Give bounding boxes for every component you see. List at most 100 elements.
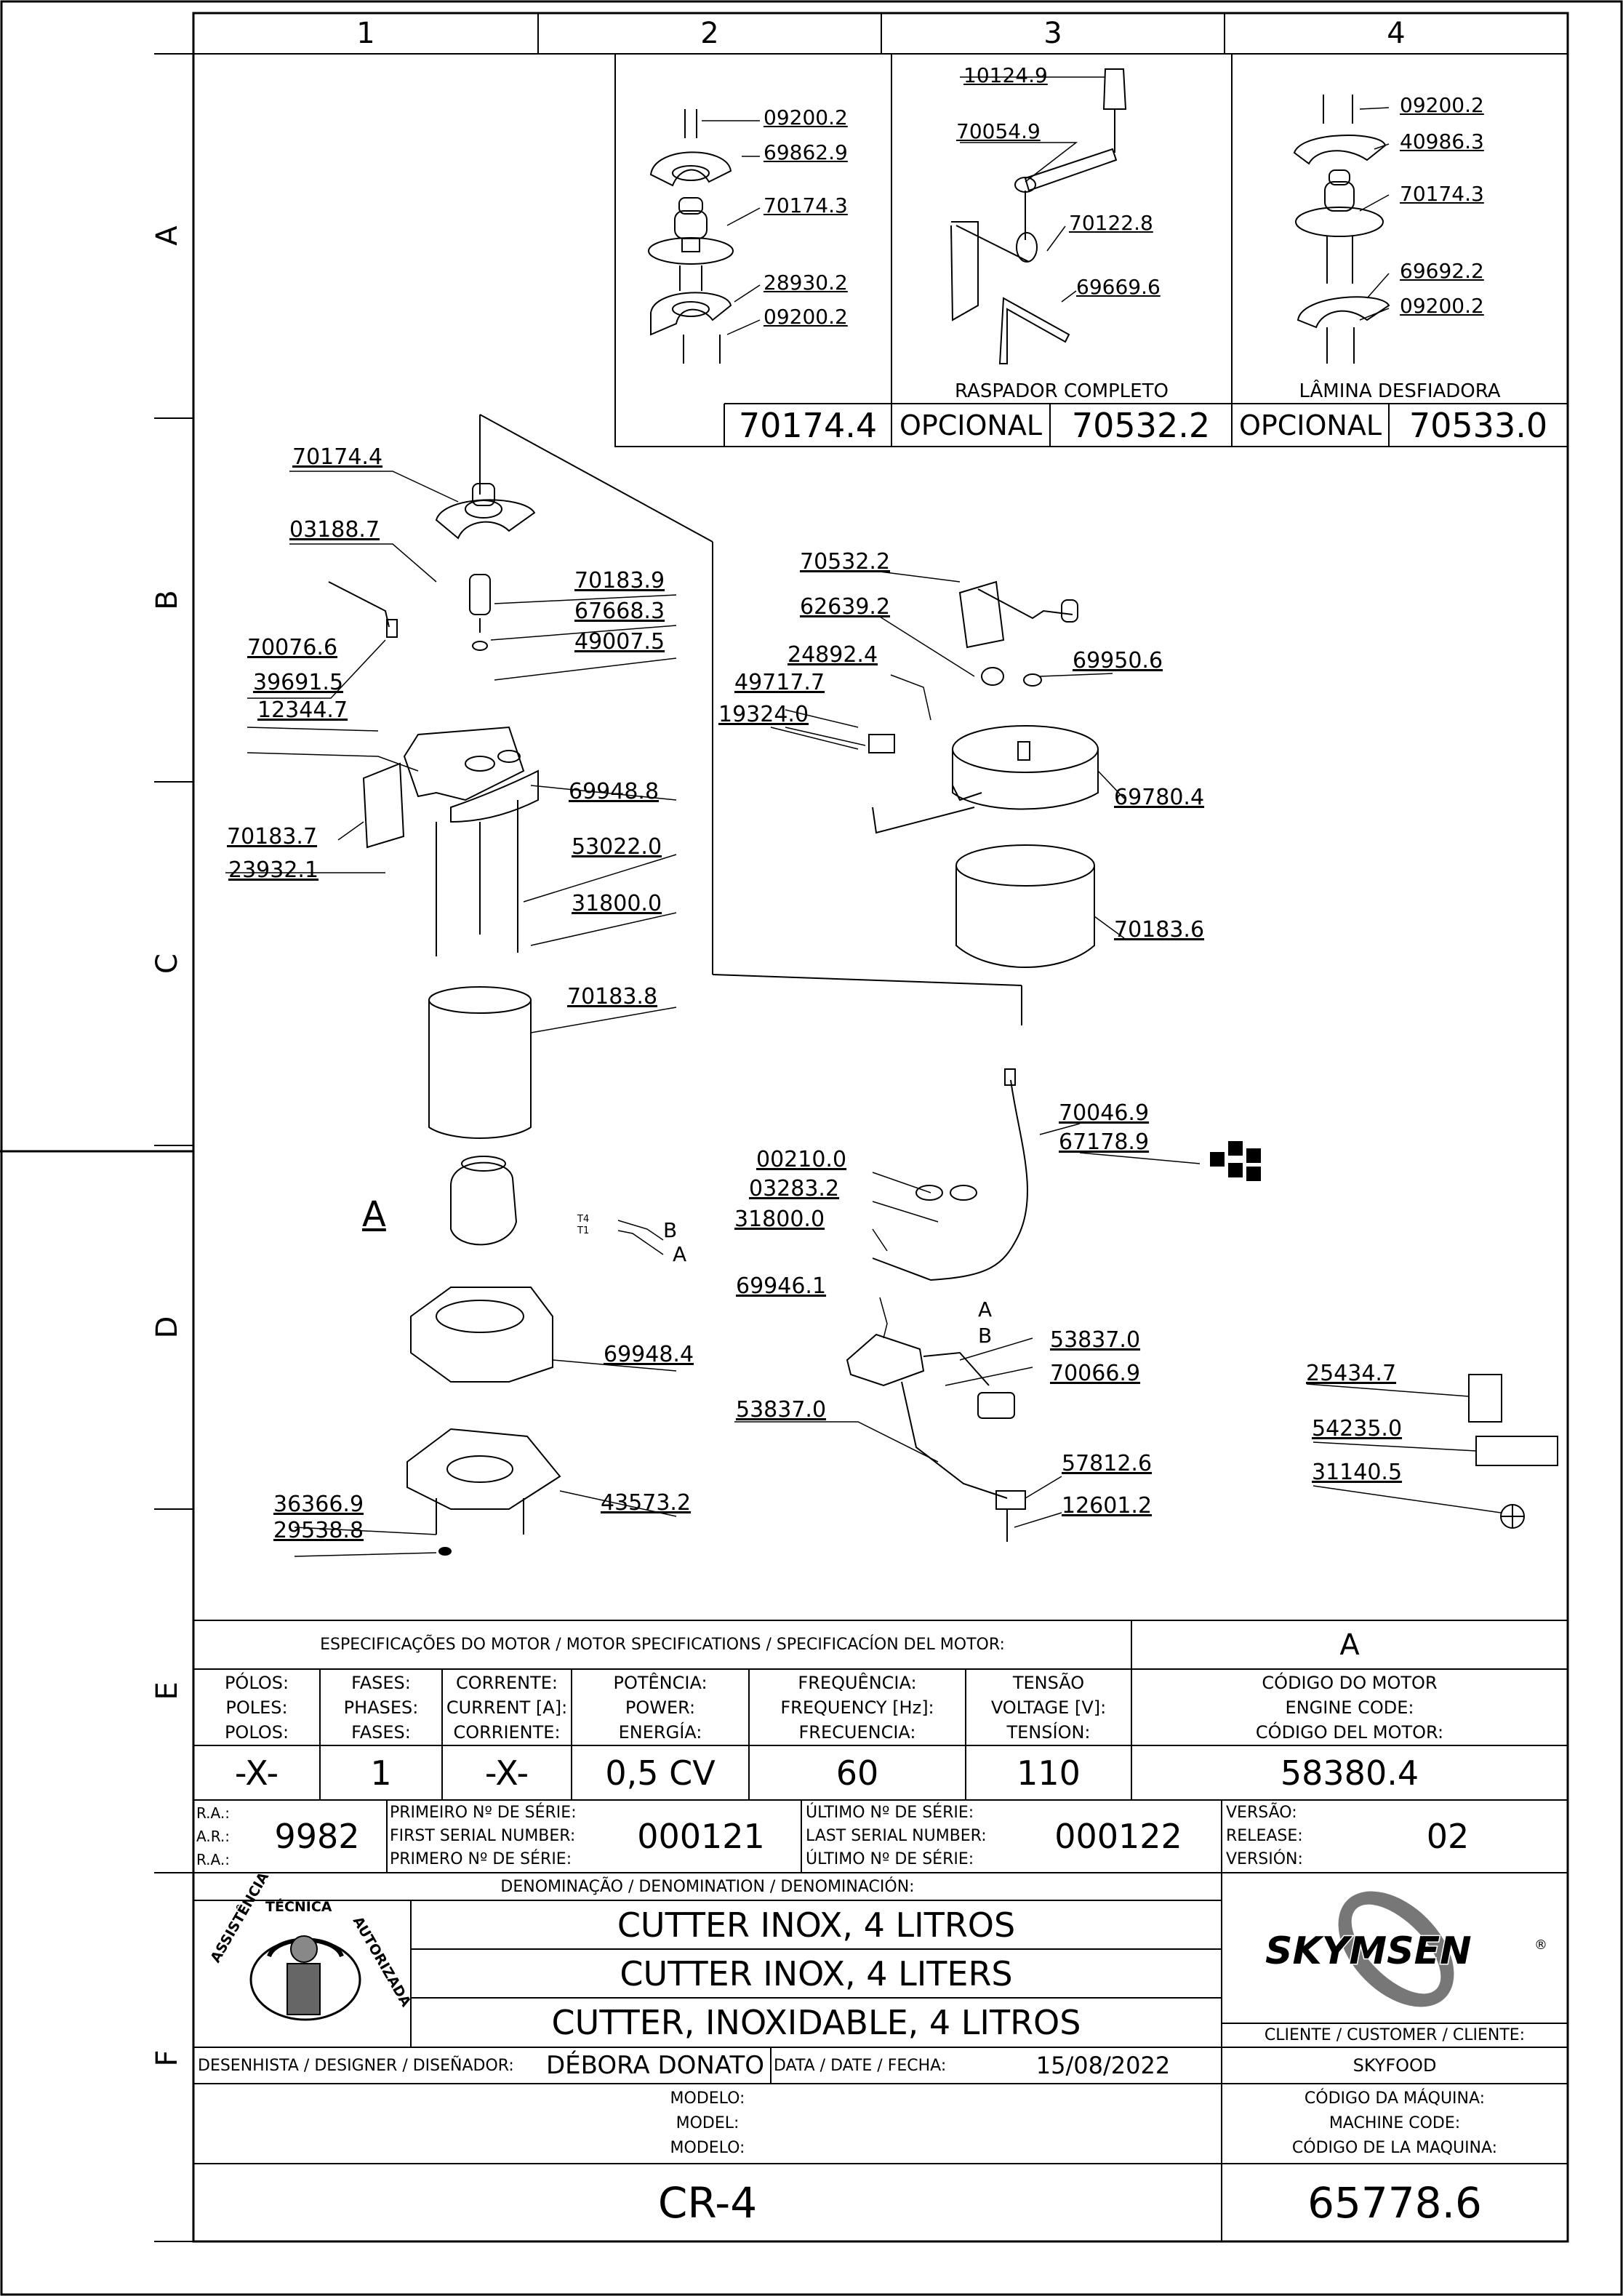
- part-label: 69948.8: [569, 779, 660, 804]
- part-label: 70174.3: [1400, 182, 1484, 206]
- wire-t4-label: T4: [577, 1214, 590, 1225]
- spec-value-current: -X-: [484, 1753, 529, 1793]
- part-label: 36366.9: [273, 1492, 364, 1517]
- part-label: 70174.3: [764, 193, 848, 217]
- spec-label-phases: FASES:PHASES:FASES:: [343, 1672, 419, 1743]
- part-label: 69669.6: [1076, 275, 1161, 299]
- row-e: E: [151, 1681, 184, 1700]
- part-label: 54235.0: [1312, 1416, 1403, 1441]
- spec-label-current: CORRENTE:CURRENT [A]:CORRIENTE:: [446, 1672, 568, 1743]
- spec-value-frequency: 60: [835, 1753, 879, 1793]
- part-label: 31800.0: [734, 1207, 825, 1232]
- model-value: CR-4: [657, 2177, 758, 2228]
- part-label: 19324.0: [718, 702, 809, 727]
- inset-3-code: 70533.0: [1408, 405, 1548, 445]
- part-label: 69948.4: [604, 1342, 694, 1367]
- board-b-label: B: [978, 1324, 993, 1348]
- date-value: 15/08/2022: [1035, 2052, 1171, 2079]
- row-b: B: [151, 590, 184, 610]
- spec-value-phases: 1: [370, 1753, 392, 1793]
- spec-value-voltage: 110: [1017, 1753, 1081, 1793]
- part-label: 28930.2: [764, 271, 848, 295]
- last-serial-value: 000122: [1054, 1817, 1182, 1856]
- inset-3-optional: OPCIONAL: [1238, 409, 1382, 441]
- wire-a-label: A: [673, 1242, 687, 1266]
- client-value: SKYFOOD: [1352, 2055, 1437, 2076]
- part-label: 03188.7: [289, 517, 380, 543]
- part-label: 53837.0: [736, 1397, 827, 1423]
- part-label: 09200.2: [764, 305, 848, 329]
- svg-text:SKYMSEN: SKYMSEN: [1265, 1929, 1472, 1973]
- designer-label: DESENHISTA / DESIGNER / DISEÑADOR:: [198, 2056, 514, 2075]
- part-label: 70046.9: [1059, 1100, 1150, 1126]
- board-a-label: A: [978, 1297, 993, 1321]
- spec-value-power: 0,5 CV: [605, 1753, 716, 1793]
- spec-label-poles: PÓLOS:POLES:POLOS:: [224, 1672, 289, 1743]
- version-label: VERSÃO:RELEASE:VERSIÓN:: [1226, 1804, 1303, 1868]
- specs-motor-ref: A: [1339, 1628, 1360, 1662]
- part-label: 12344.7: [257, 697, 348, 723]
- part-label: 53837.0: [1050, 1327, 1141, 1353]
- part-label: 62639.2: [800, 594, 891, 620]
- row-f: F: [151, 2049, 184, 2067]
- wire-t1-label: T1: [577, 1225, 590, 1236]
- ra-label: R.A.:A.R.:R.A.:: [196, 1804, 230, 1868]
- inset-3-title: LÂMINA DESFIADORA: [1299, 380, 1501, 402]
- part-label: 40986.3: [1400, 129, 1484, 153]
- part-label: 70122.8: [1069, 211, 1153, 235]
- part-label: 29538.8: [273, 1518, 364, 1543]
- part-label: 70183.8: [567, 984, 658, 1009]
- wire-b-label: B: [663, 1218, 678, 1242]
- part-label: 70183.6: [1114, 917, 1205, 943]
- part-label: 70066.9: [1050, 1361, 1141, 1386]
- denomination-es: CUTTER, INOXIDABLE, 4 LITROS: [551, 2003, 1081, 2042]
- version-value: 02: [1426, 1817, 1470, 1856]
- part-label: 49717.7: [734, 670, 825, 695]
- part-label: 69946.1: [736, 1273, 827, 1299]
- ra-value: 9982: [274, 1817, 360, 1856]
- part-label: 67668.3: [574, 599, 665, 624]
- column-2: 2: [700, 17, 719, 50]
- inset-2-optional: OPCIONAL: [899, 409, 1043, 441]
- part-label: 67178.9: [1059, 1129, 1150, 1155]
- first-serial-label: PRIMEIRO Nº DE SÉRIE:FIRST SERIAL NUMBER…: [390, 1804, 577, 1868]
- part-label: 57812.6: [1062, 1451, 1153, 1476]
- part-label: 10124.9: [963, 63, 1048, 87]
- designer-value: DÉBORA DONATO: [546, 2051, 764, 2080]
- part-label: 24892.4: [788, 642, 878, 668]
- part-label: 53022.0: [572, 834, 662, 860]
- specs-header: ESPECIFICAÇÕES DO MOTOR / MOTOR SPECIFIC…: [320, 1636, 1005, 1654]
- row-a: A: [151, 225, 184, 246]
- part-label: 31800.0: [572, 891, 662, 916]
- part-label: 09200.2: [1400, 294, 1484, 318]
- machine-code-value: 65778.6: [1307, 2177, 1482, 2228]
- part-label: 70532.2: [800, 549, 891, 575]
- part-label: 69780.4: [1114, 785, 1205, 810]
- column-3: 3: [1043, 17, 1062, 50]
- row-c: C: [151, 953, 184, 974]
- column-4: 4: [1387, 17, 1406, 50]
- inset-1-code: 70174.4: [738, 405, 878, 445]
- part-label: 25434.7: [1306, 1361, 1397, 1386]
- client-label: CLIENTE / CUSTOMER / CLIENTE:: [1264, 2026, 1526, 2044]
- spec-value-poles: -X-: [234, 1753, 279, 1793]
- part-label: 70054.9: [956, 119, 1041, 143]
- part-label: 43573.2: [601, 1490, 692, 1516]
- spec-label-power: POTÊNCIA:POWER:ENERGÍA:: [613, 1672, 708, 1743]
- part-label: 70076.6: [247, 635, 338, 660]
- last-serial-label: ÚLTIMO Nº DE SÉRIE:LAST SERIAL NUMBER:ÚL…: [806, 1804, 987, 1868]
- part-label: 23932.1: [228, 857, 319, 883]
- part-label: 69862.9: [764, 140, 848, 164]
- skymsen-logo: SKYMSEN ®: [1265, 1891, 1547, 2007]
- model-label: MODELO:MODEL:MODELO:: [670, 2089, 745, 2157]
- part-label: 03283.2: [749, 1176, 840, 1201]
- part-label: 70183.7: [227, 824, 318, 849]
- part-label: 09200.2: [1400, 93, 1484, 117]
- date-label: DATA / DATE / FECHA:: [774, 2056, 947, 2075]
- part-label: 09200.2: [764, 105, 848, 129]
- denomination-pt: CUTTER INOX, 4 LITROS: [617, 1905, 1016, 1945]
- row-d: D: [151, 1316, 184, 1339]
- inset-2-title: RASPADOR COMPLETO: [955, 380, 1169, 402]
